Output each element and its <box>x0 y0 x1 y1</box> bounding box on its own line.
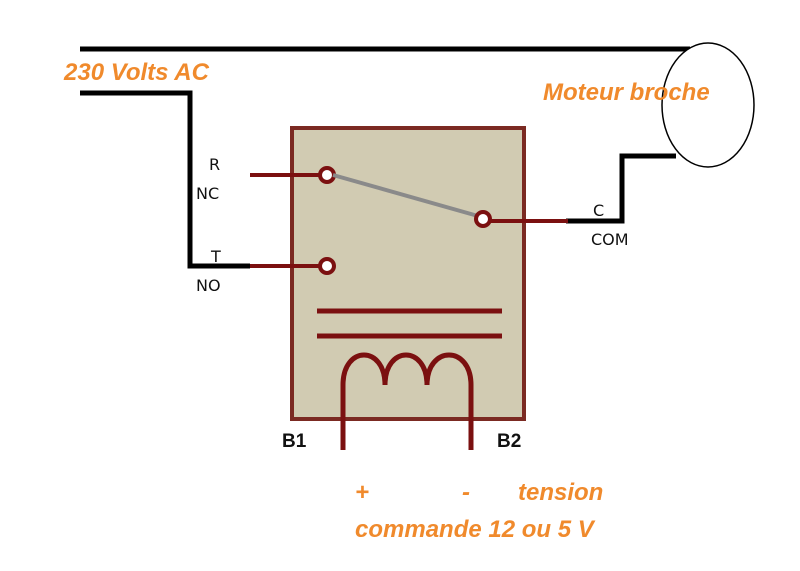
mains-voltage-label: 230 Volts AC <box>63 59 210 86</box>
no-contact <box>318 257 336 275</box>
nc-contact <box>318 166 336 184</box>
mains-wire-bottom <box>80 90 250 269</box>
b1-label: B1 <box>282 431 307 452</box>
relay-coil <box>340 352 474 450</box>
switch-arm <box>332 173 479 218</box>
motor-label: Moteur broche <box>543 79 710 106</box>
nc-letter-label: R <box>209 155 220 174</box>
control-voltage-label: commande 12 ou 5 V <box>355 516 596 543</box>
no-letter-label: T <box>210 247 221 266</box>
com-contact <box>474 210 492 228</box>
tension-label: tension <box>518 479 603 506</box>
b2-label: B2 <box>497 431 521 452</box>
com-letter-label: C <box>593 201 604 220</box>
nc-label: NC <box>196 184 219 203</box>
minus-label: - <box>462 479 470 506</box>
plus-label: + <box>355 479 369 506</box>
com-label: COM <box>591 230 629 249</box>
spindle-motor <box>661 42 755 168</box>
no-label: NO <box>196 276 221 295</box>
motor-wire-com <box>566 153 676 224</box>
